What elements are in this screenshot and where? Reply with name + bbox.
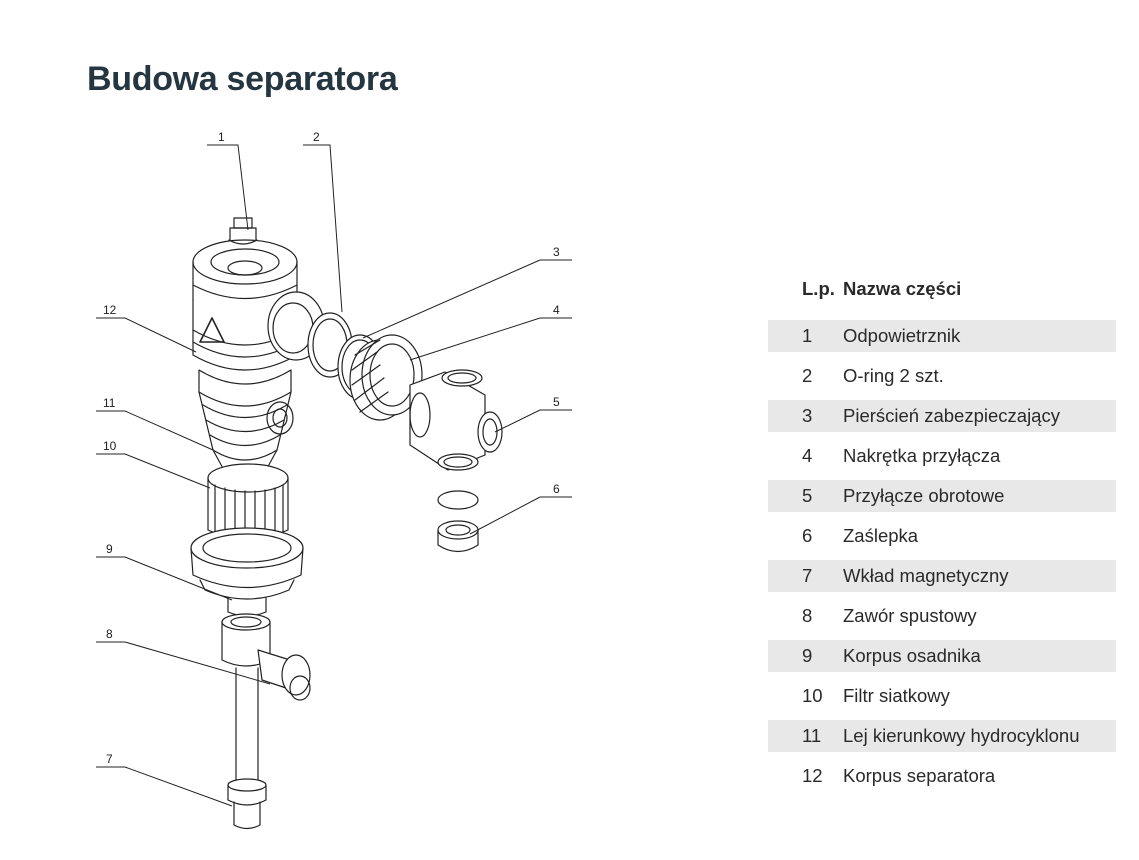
row-num: 11 [802, 725, 822, 746]
callout-4: 4 [553, 303, 560, 317]
row-name: Pierścień zabezpieczający [843, 405, 1060, 426]
row-name: Nakrętka przyłącza [843, 445, 1001, 466]
table-row: 6 Zaślepka [768, 520, 1116, 552]
page-title: Budowa separatora [87, 60, 398, 98]
callout-8: 8 [106, 627, 113, 641]
row-name: Filtr siatkowy [843, 685, 950, 706]
table-row: 2 O-ring 2 szt. [768, 360, 1116, 392]
row-num: 12 [802, 765, 823, 786]
table-row: 10 Filtr siatkowy [768, 680, 1116, 712]
table-row: 3 Pierścień zabezpieczający [768, 400, 1116, 432]
table-row: 7 Wkład magnetyczny [768, 560, 1116, 592]
table-row: 4 Nakrętka przyłącza [768, 440, 1116, 472]
row-num: 1 [802, 325, 813, 346]
header-num: L.p. [802, 277, 835, 299]
callout-9: 9 [106, 542, 113, 556]
callout-6: 6 [553, 482, 560, 496]
callout-12: 12 [103, 303, 117, 317]
table-row: 11 Lej kierunkowy hydrocyklonu [768, 720, 1116, 752]
row-name: Korpus osadnika [843, 645, 981, 666]
callout-5: 5 [553, 395, 560, 409]
callout-1: 1 [218, 130, 225, 144]
row-num: 2 [802, 365, 813, 386]
connector-drawing [409, 369, 503, 471]
table-row: 8 Zawór spustowy [768, 600, 1116, 632]
row-num: 10 [802, 685, 823, 706]
row-num: 9 [802, 645, 813, 666]
row-num: 6 [802, 525, 813, 546]
callout-3: 3 [553, 245, 560, 259]
row-name: Lej kierunkowy hydrocyklonu [843, 725, 1080, 746]
table-row: 9 Korpus osadnika [768, 640, 1116, 672]
row-name: O-ring 2 szt. [843, 365, 944, 386]
row-name: Odpowietrznik [843, 325, 961, 346]
callout-2: 2 [313, 130, 320, 144]
table-row: 5 Przyłącze obrotowe [768, 480, 1116, 512]
filter-drawing [207, 463, 289, 543]
parts-table: L.p. Nazwa części 1 Odpowietrznik 2 O-ring… [768, 272, 1116, 792]
callout-7: 7 [106, 752, 113, 766]
row-num: 3 [802, 405, 813, 426]
row-name: Zawór spustowy [843, 605, 977, 626]
parts-table-header: L.p. Nazwa części [768, 272, 1116, 305]
row-num: 4 [802, 445, 813, 466]
row-name: Wkład magnetyczny [843, 565, 1009, 586]
row-num: 7 [802, 565, 813, 586]
row-name: Zaślepka [843, 525, 919, 546]
settler-drawing [190, 527, 304, 617]
callout-10: 10 [103, 439, 117, 453]
table-row: 12 Korpus separatora [768, 760, 1116, 792]
row-num: 8 [802, 605, 813, 626]
row-name: Przyłącze obrotowe [843, 485, 1005, 506]
row-num: 5 [802, 485, 813, 506]
header-name: Nazwa części [843, 277, 962, 299]
nut-drawing [349, 334, 423, 421]
valve-drawing [221, 613, 311, 830]
separator-body-drawing [192, 217, 325, 479]
row-name: Korpus separatora [843, 765, 996, 786]
table-row: 1 Odpowietrznik [768, 320, 1116, 352]
callout-11: 11 [103, 396, 116, 410]
